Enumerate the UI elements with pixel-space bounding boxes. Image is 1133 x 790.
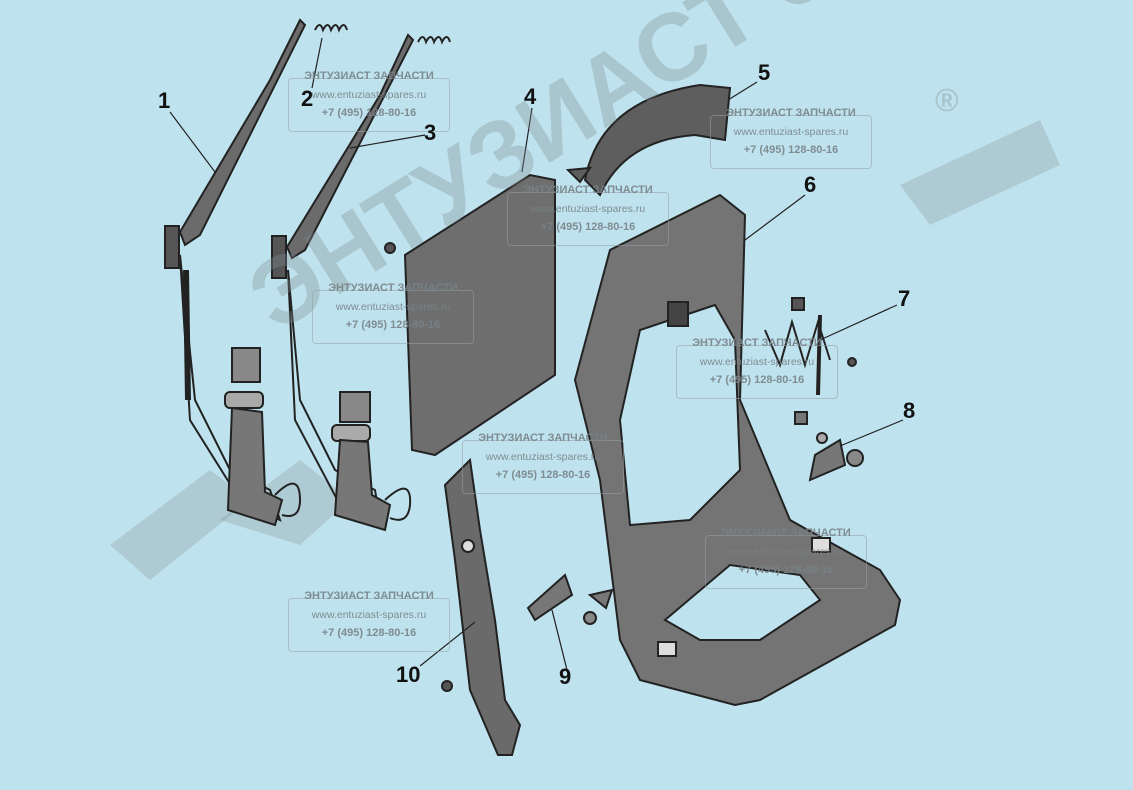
watermark-phone: +7 (495) 128-80-16 <box>709 374 805 386</box>
callout-6: 6 <box>804 172 817 197</box>
watermark-box: ЭНТУЗИАСТ ЗАПЧАСТИ www.entuziast-spares.… <box>507 184 669 246</box>
callout-9: 9 <box>559 664 572 689</box>
watermark-title: ЭНТУЗИАСТ ЗАПЧАСТИ <box>328 282 458 294</box>
part-1-strap <box>164 18 307 527</box>
watermark-url: www.entuziast-spares.ru <box>485 451 601 463</box>
watermark-phone: +7 (495) 128-80-16 <box>743 144 839 156</box>
part-3-strap <box>271 33 415 532</box>
watermark-url: www.entuziast-spares.ru <box>728 546 844 558</box>
callout-1: 1 <box>158 88 171 113</box>
watermark-url: www.entuziast-spares.ru <box>733 126 849 138</box>
callout-4: 4 <box>524 84 537 109</box>
callout-10: 10 <box>396 662 421 687</box>
watermark-box: ЭНТУЗИАСТ ЗАПЧАСТИ www.entuziast-spares.… <box>312 282 474 344</box>
callout-8: 8 <box>903 398 916 423</box>
callout-3: 3 <box>424 120 437 145</box>
watermark-box: ЭНТУЗИАСТ ЗАПЧАСТИ www.entuziast-spares.… <box>288 590 450 652</box>
watermark-box: ЭНТУЗИАСТ ЗАПЧАСТИ www.entuziast-spares.… <box>710 107 872 169</box>
watermark-phone: +7 (495) 128-80-16 <box>540 221 636 233</box>
watermark-title: ЭНТУЗИАСТ ЗАПЧАСТИ <box>721 527 851 539</box>
watermark-title: ЭНТУЗИАСТ ЗАПЧАСТИ <box>523 184 653 196</box>
callout-7: 7 <box>898 286 911 311</box>
watermark-url: www.entuziast-spares.ru <box>335 301 451 313</box>
watermark-phone: +7 (495) 128-80-16 <box>495 469 591 481</box>
watermark-box: ЭНТУЗИАСТ ЗАПЧАСТИ www.entuziast-spares.… <box>705 527 867 589</box>
large-watermark-shapes <box>110 120 1060 580</box>
watermark-url: www.entuziast-spares.ru <box>311 609 427 621</box>
leader-lines <box>169 37 904 671</box>
watermark-phone: +7 (495) 128-80-16 <box>321 107 417 119</box>
watermark-url: www.entuziast-spares.ru <box>311 89 427 101</box>
part-7-spring-bolts <box>764 297 857 396</box>
watermark-title: ЭНТУЗИАСТ ЗАПЧАСТИ <box>478 432 608 444</box>
part-6-frame <box>573 193 902 707</box>
part-2-spring <box>314 24 451 45</box>
part-10-mesh <box>441 457 522 756</box>
part-9-bracket <box>526 573 614 625</box>
watermark-box: ЭНТУЗИАСТ ЗАПЧАСТИ www.entuziast-spares.… <box>288 70 450 132</box>
watermark-phone: +7 (495) 128-80-16 <box>345 319 441 331</box>
watermark-title: ЭНТУЗИАСТ ЗАПЧАСТИ <box>304 70 434 82</box>
callout-5: 5 <box>758 60 771 85</box>
watermark-url: www.entuziast-spares.ru <box>530 203 646 215</box>
watermark-title: ЭНТУЗИАСТ ЗАПЧАСТИ <box>726 107 856 119</box>
part-5-bellows <box>565 83 732 197</box>
registered-mark: ® <box>935 82 959 118</box>
part-8-bracket <box>794 411 864 482</box>
callout-2: 2 <box>301 86 314 111</box>
watermark-url: www.entuziast-spares.ru <box>699 356 815 368</box>
watermark-box: ЭНТУЗИАСТ ЗАПЧАСТИ www.entuziast-spares.… <box>462 432 624 494</box>
watermark-title: ЭНТУЗИАСТ ЗАПЧАСТИ <box>304 590 434 602</box>
watermark-box: ЭНТУЗИАСТ ЗАПЧАСТИ www.entuziast-spares.… <box>676 337 838 399</box>
watermark-phone: +7 (495) 128-80-16 <box>738 564 834 576</box>
watermark-phone: +7 (495) 128-80-16 <box>321 627 417 639</box>
watermark-title: ЭНТУЗИАСТ ЗАПЧАСТИ <box>692 337 822 349</box>
